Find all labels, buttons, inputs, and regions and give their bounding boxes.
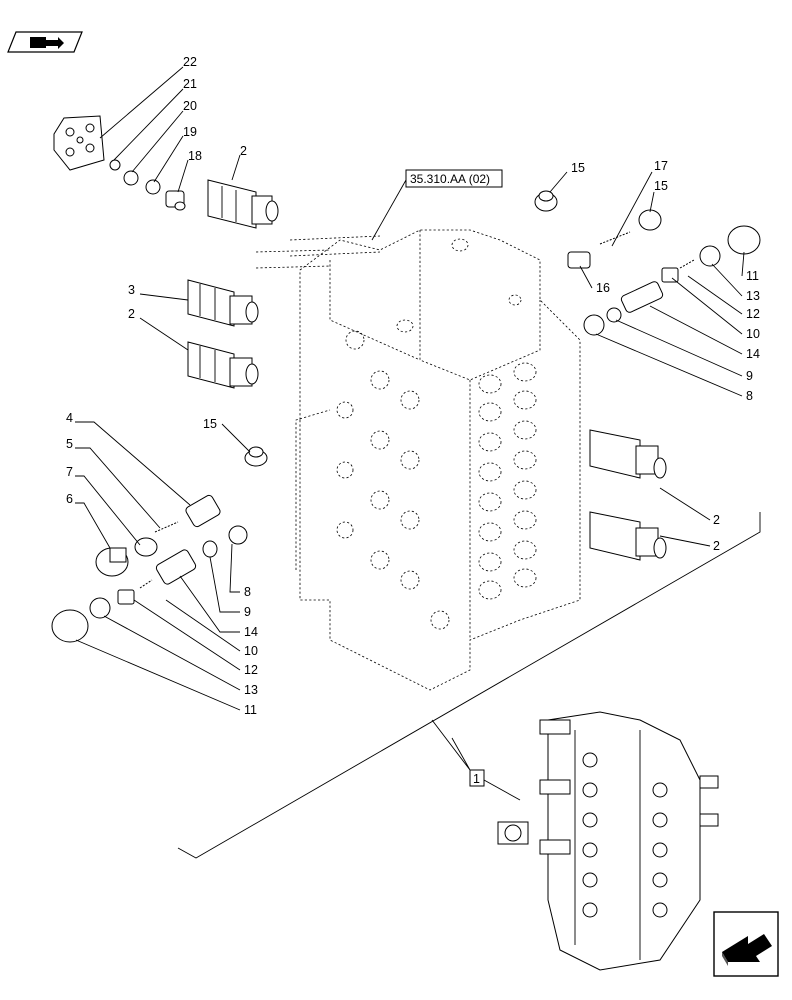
part-20-o-ring xyxy=(123,170,139,186)
callout-21: 21 xyxy=(183,77,197,91)
part-22-cover-plate xyxy=(53,115,105,171)
callout-12: 12 xyxy=(244,663,258,677)
callout-14: 14 xyxy=(746,347,760,361)
callout-15: 15 xyxy=(654,179,668,193)
reference-label: 35.310.AA (02) xyxy=(410,172,490,186)
part-2-relief-valve-a xyxy=(207,179,279,229)
part-11-plug-right xyxy=(727,225,761,255)
part-2-relief-valve-b xyxy=(187,341,259,389)
callout-9: 9 xyxy=(746,369,753,383)
part-13-o-ring-right xyxy=(699,245,721,267)
callout-8: 8 xyxy=(244,585,251,599)
part-8-ring-right xyxy=(583,314,605,336)
callout-19: 19 xyxy=(183,125,197,139)
callout-15: 15 xyxy=(203,417,217,431)
part-4-spool-plug xyxy=(185,494,221,528)
callout-10: 10 xyxy=(746,327,760,341)
part-10-spring-right xyxy=(679,259,695,269)
reference-box[interactable]: 35.310.AA (02) xyxy=(405,169,503,188)
part-15-plug-a xyxy=(244,446,268,467)
part-10-spring xyxy=(139,579,153,589)
part-12-piston-right xyxy=(661,267,679,283)
leader-lines xyxy=(75,66,745,711)
part-6-plug xyxy=(95,547,129,577)
callout-13: 13 xyxy=(746,289,760,303)
part-7-o-ring xyxy=(134,537,158,557)
part-3-relief-valve xyxy=(187,279,259,327)
callout-3: 3 xyxy=(128,283,135,297)
callout-7: 7 xyxy=(66,465,73,479)
reference-leader xyxy=(371,179,407,241)
callout-labels: 22 21 20 19 18 2 3 2 15 17 15 11 13 12 1… xyxy=(66,55,760,717)
part-11-o-ring xyxy=(89,597,111,619)
part-15-plug-b xyxy=(534,190,558,212)
callout-11: 11 xyxy=(244,703,257,717)
callout-10: 10 xyxy=(244,644,258,658)
callout-4: 4 xyxy=(66,411,73,425)
direction-arrow-icon[interactable] xyxy=(713,911,779,977)
assembly-box-label: 1 xyxy=(473,772,480,786)
part-9-spring-ring xyxy=(202,540,218,558)
callout-6: 6 xyxy=(66,492,73,506)
assembly-box-leader xyxy=(483,779,521,801)
part-9-spring-ring-right xyxy=(606,307,622,323)
callout-9: 9 xyxy=(244,605,251,619)
part-17-spring xyxy=(599,231,631,245)
callout-15: 15 xyxy=(571,161,585,175)
assembly-leader xyxy=(431,719,471,771)
part-8-ring xyxy=(228,525,248,545)
valve-body-outline xyxy=(255,229,581,691)
part-19-ring xyxy=(145,179,161,195)
callout-12: 12 xyxy=(746,307,760,321)
part-16-piston xyxy=(567,251,591,269)
callout-2: 2 xyxy=(128,307,135,321)
part-13-plug xyxy=(51,609,89,643)
part-2-relief-valve-c xyxy=(589,429,667,479)
part-18-bushing xyxy=(165,190,186,211)
callout-14: 14 xyxy=(244,625,258,639)
callout-2: 2 xyxy=(713,539,720,553)
callout-11: 11 xyxy=(746,269,759,283)
assembly-box: 1 xyxy=(469,769,485,787)
callout-2: 2 xyxy=(240,144,247,158)
part-15-plug-c xyxy=(638,209,662,231)
callout-5: 5 xyxy=(66,437,73,451)
part-2-relief-valve-d xyxy=(589,511,667,561)
book-arrow-icon[interactable] xyxy=(7,31,83,53)
callout-18: 18 xyxy=(188,149,202,163)
separator-line xyxy=(177,512,761,859)
callout-16: 16 xyxy=(596,281,610,295)
part-14-sleeve-right xyxy=(620,281,664,313)
port-holes xyxy=(336,238,537,630)
callout-20: 20 xyxy=(183,99,197,113)
callout-13: 13 xyxy=(244,683,258,697)
assembled-valve-thumbnail xyxy=(497,711,719,971)
part-21-o-ring xyxy=(109,159,121,171)
callout-17: 17 xyxy=(654,159,668,173)
callout-22: 22 xyxy=(183,55,197,69)
part-14-sleeve xyxy=(155,549,197,585)
part-5-spring xyxy=(154,521,179,533)
callout-2: 2 xyxy=(713,513,720,527)
part-12-piston xyxy=(117,589,135,605)
callout-8: 8 xyxy=(746,389,753,403)
